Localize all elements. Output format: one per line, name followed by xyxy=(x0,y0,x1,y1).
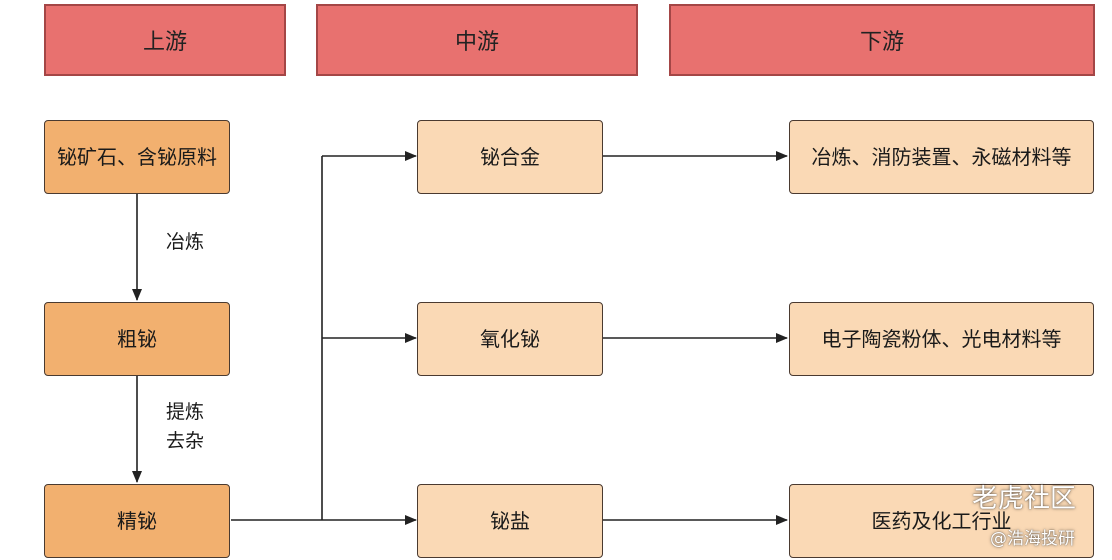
header-upstream: 上游 xyxy=(44,4,286,76)
node-ore: 铋矿石、含铋原料 xyxy=(44,120,230,194)
label-smelting: 冶炼 xyxy=(166,231,205,253)
node-bismuth-salt: 铋盐 xyxy=(417,484,603,558)
node-refined-bismuth: 精铋 xyxy=(44,484,230,558)
node-bismuth-alloy: 铋合金 xyxy=(417,120,603,194)
label-refining: 提炼去杂 xyxy=(166,401,205,452)
node-oxide-applications: 电子陶瓷粉体、光电材料等 xyxy=(789,302,1094,376)
watermark-author: @浩海投研 xyxy=(990,529,1075,549)
node-salt-applications: 医药及化工行业 xyxy=(789,484,1094,558)
header-midstream: 中游 xyxy=(316,4,638,76)
watermark-logo: 老虎社区 xyxy=(972,484,1077,514)
node-alloy-applications: 冶炼、消防装置、永磁材料等 xyxy=(789,120,1094,194)
node-bismuth-oxide: 氧化铋 xyxy=(417,302,603,376)
header-downstream: 下游 xyxy=(669,4,1095,76)
node-crude-bismuth: 粗铋 xyxy=(44,302,230,376)
